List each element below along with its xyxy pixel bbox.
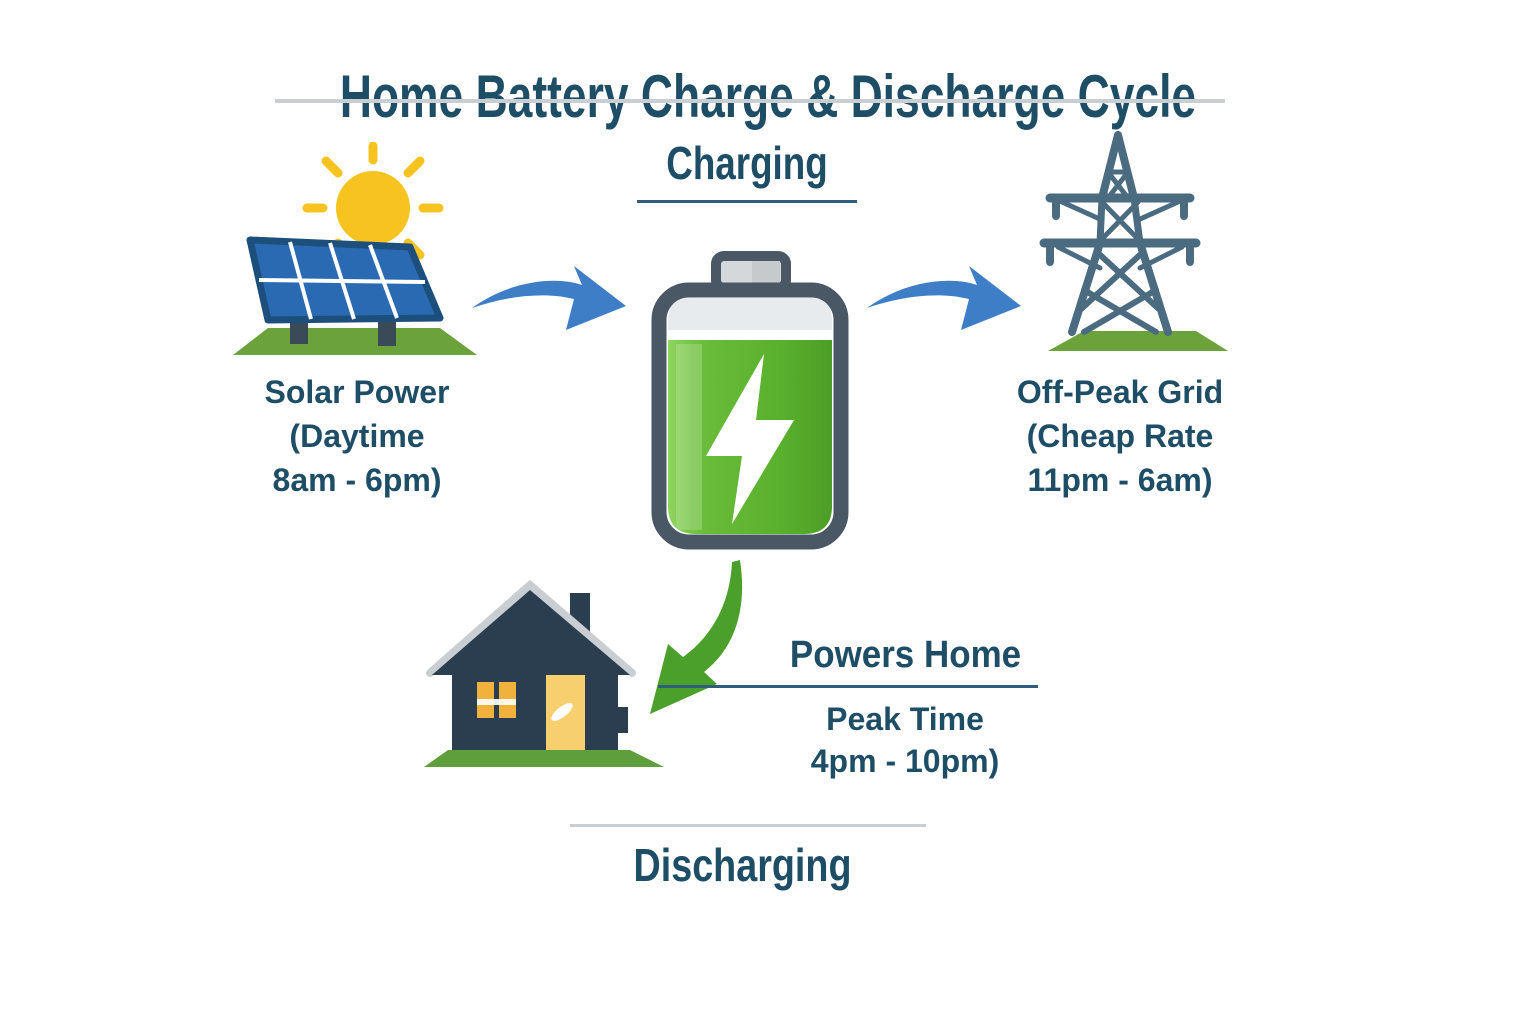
grid-caption-line2: (Cheap Rate (1026, 418, 1214, 454)
solar-caption-line2: (Daytime (289, 418, 425, 454)
home-caption: Peak Time 4pm - 10pm) (785, 698, 1025, 782)
powers-home-underline (658, 685, 1038, 688)
home-caption-line2: Peak Time (826, 701, 984, 737)
lightning-bolt-icon (706, 354, 794, 524)
powers-home-label: Powers Home (789, 634, 1022, 676)
grass-icon (424, 750, 664, 767)
solar-caption-line3: 8am - 6pm) (272, 462, 442, 498)
home-caption-line3: 4pm - 10pm) (810, 743, 1000, 779)
page-title: Home Battery Charge & Discharge Cycle (339, 63, 1197, 131)
house-body (452, 667, 618, 750)
title-divider (275, 99, 1225, 103)
solar-panel-icon (233, 142, 477, 355)
sun-icon (336, 171, 410, 245)
grid-caption: Off-Peak Grid (Cheap Rate 11pm - 6am) (995, 370, 1245, 502)
solar-caption: Solar Power (Daytime 8am - 6pm) (237, 370, 477, 502)
transmission-tower-icon (1039, 131, 1228, 351)
battery-to-grid-arrow-icon (867, 266, 1021, 330)
battery-to-home-arrow-icon (650, 560, 743, 714)
discharging-phase-label: Discharging (633, 839, 852, 891)
grass-icon (1048, 331, 1228, 351)
roof-trim (426, 579, 636, 677)
grid-caption-line3: 11pm - 6am) (1027, 462, 1213, 498)
roof-icon (432, 590, 630, 675)
discharging-divider (570, 824, 926, 827)
grass-icon (233, 328, 477, 355)
solar-to-battery-arrow-icon (472, 266, 626, 330)
charging-phase-label: Charging (666, 137, 828, 189)
charging-underline (637, 200, 857, 203)
solar-caption-title: Solar Power (264, 374, 450, 410)
grid-caption-title: Off-Peak Grid (1016, 374, 1224, 410)
battery-icon (651, 251, 849, 550)
house-icon (424, 579, 664, 767)
